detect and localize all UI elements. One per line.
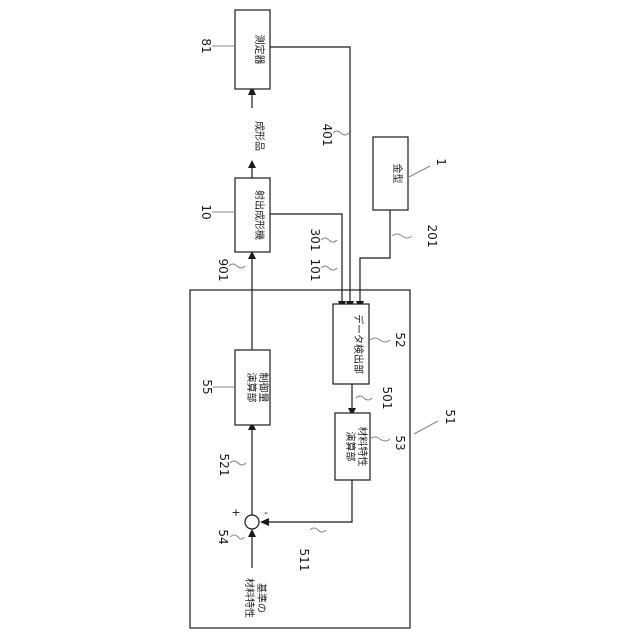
reference-label-line2: 材料特性	[243, 578, 256, 618]
ref-521: 521	[217, 454, 231, 477]
leader-201	[392, 234, 412, 238]
control-calc-block: 制御量 演算部	[235, 350, 270, 425]
reference-label-line1: 基準の	[255, 583, 268, 613]
ref-401: 401	[320, 124, 334, 147]
ref-81: 81	[199, 38, 213, 53]
ref-501: 501	[380, 387, 394, 410]
minus-sign: -	[264, 506, 268, 519]
leader-521	[230, 461, 246, 465]
control-calc-label-line2: 演算部	[245, 373, 258, 403]
arrowhead-reference	[248, 529, 256, 537]
leader-54	[230, 535, 244, 539]
data-detection-label: データ検出部	[352, 314, 365, 374]
leader-401	[333, 131, 349, 135]
material-calc-label-line2: 演算部	[344, 432, 357, 462]
ref-10: 10	[199, 204, 213, 219]
injection-molding-machine-label: 射出成形機	[253, 190, 266, 240]
material-calc-label-line1: 材料特性	[356, 427, 369, 467]
ref-55: 55	[200, 379, 214, 394]
mold-block: 金型	[373, 137, 408, 210]
ref-54: 54	[216, 529, 230, 544]
ref-52: 52	[393, 332, 407, 347]
leader-301	[321, 238, 337, 242]
leader-1	[407, 166, 430, 178]
leader-51	[414, 421, 438, 434]
injection-molding-machine-block: 射出成形機	[235, 178, 270, 252]
data-detection-block: データ検出部	[333, 304, 369, 384]
mold-label: 金型	[391, 164, 404, 184]
ref-51: 51	[443, 409, 457, 424]
leader-101	[321, 266, 337, 270]
measuring-device-label: 測定器	[253, 35, 266, 65]
leader-901	[229, 264, 245, 268]
reference-material-label-group: 基準の 材料特性	[243, 578, 268, 618]
ref-53: 53	[393, 435, 407, 450]
ref-1: 1	[434, 158, 448, 166]
leader-53	[370, 437, 390, 441]
ref-901: 901	[216, 259, 230, 282]
ref-511: 511	[297, 549, 311, 572]
plus-sign: +	[231, 506, 240, 519]
measuring-device-block: 測定器	[235, 10, 270, 89]
molded-product-label-group: 成形品	[253, 121, 265, 151]
leader-52	[370, 338, 390, 342]
material-calc-block: 材料特性 演算部	[335, 413, 370, 480]
arrowhead-product	[248, 160, 256, 168]
summing-junction: + -	[231, 506, 268, 529]
ref-201: 201	[425, 225, 439, 248]
line-511	[266, 480, 352, 522]
leader-501	[356, 396, 372, 400]
ref-101: 101	[308, 259, 322, 282]
arrowhead-511	[260, 518, 269, 526]
leader-511	[310, 528, 326, 532]
ref-301: 301	[308, 229, 322, 252]
control-calc-label-line1: 制御量	[257, 373, 270, 403]
molded-product-label: 成形品	[253, 121, 265, 151]
